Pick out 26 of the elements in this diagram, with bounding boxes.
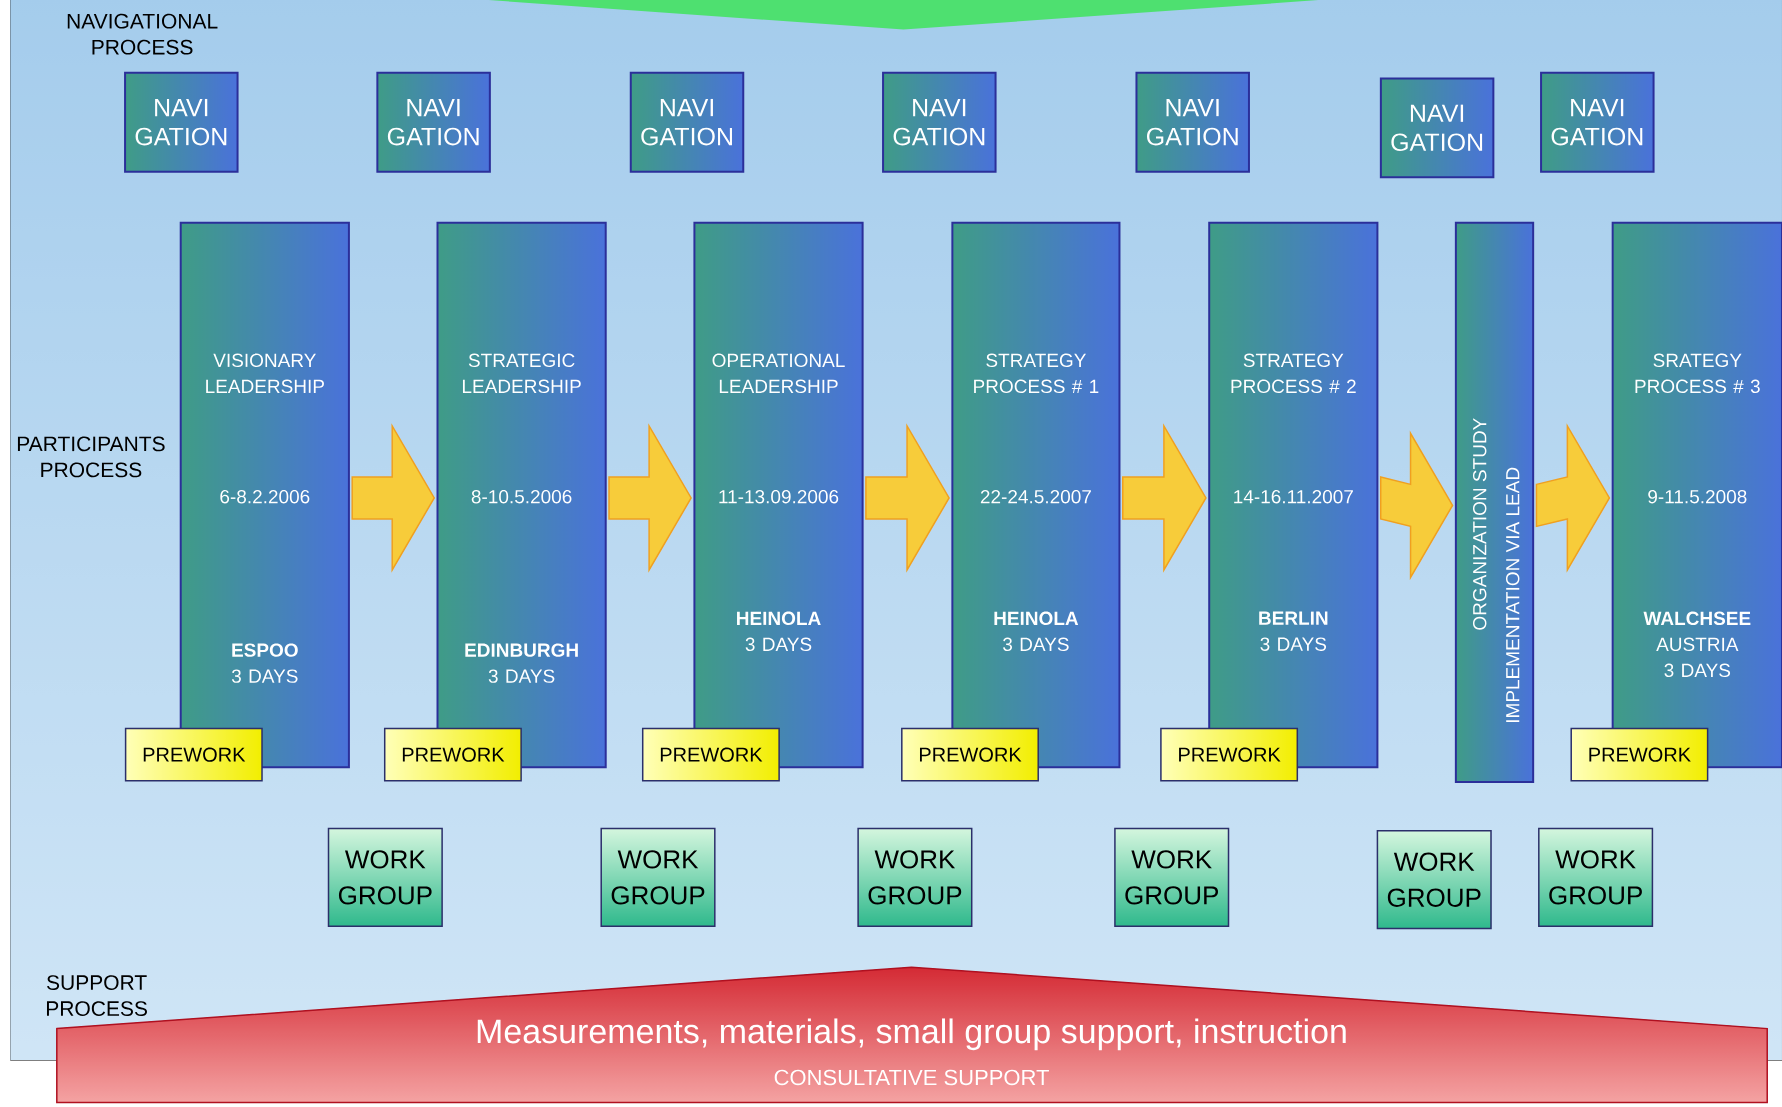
arrow [608, 423, 692, 573]
arrow [351, 423, 436, 573]
navigation-box: NAVI GATION [1540, 71, 1655, 173]
arrow [1535, 423, 1611, 573]
prework-box: PREWORK [124, 727, 263, 782]
navigation-box: NAVI GATION [376, 71, 491, 173]
work-group-box: WORK GROUP [857, 827, 973, 927]
prework-box: PREWORK [383, 727, 522, 782]
navigation-box: NAVI GATION [1379, 77, 1495, 179]
work-group-box: WORK GROUP [327, 827, 443, 927]
arrow [1379, 430, 1454, 581]
work-group-box: WORK GROUP [600, 827, 716, 927]
prework-box: PREWORK [1160, 727, 1299, 782]
work-group-box: WORK GROUP [1376, 830, 1492, 930]
work-group-box: WORK GROUP [1538, 827, 1654, 927]
prework-box: PREWORK [901, 727, 1039, 782]
prework-box: PREWORK [641, 727, 780, 782]
navigation-box: NAVI GATION [1135, 71, 1250, 173]
navigation-box: NAVI GATION [882, 71, 997, 173]
work-group-box: WORK GROUP [1114, 827, 1230, 927]
arrow [1122, 423, 1207, 573]
prework-box: PREWORK [1570, 727, 1709, 782]
arrow [865, 423, 950, 573]
navigation-box: NAVI GATION [629, 71, 745, 173]
navigation-box: NAVI GATION [124, 71, 239, 173]
study-column: ORGANIZATION STUDY IMPLEMENTATION VIA LEAD [1454, 221, 1535, 783]
